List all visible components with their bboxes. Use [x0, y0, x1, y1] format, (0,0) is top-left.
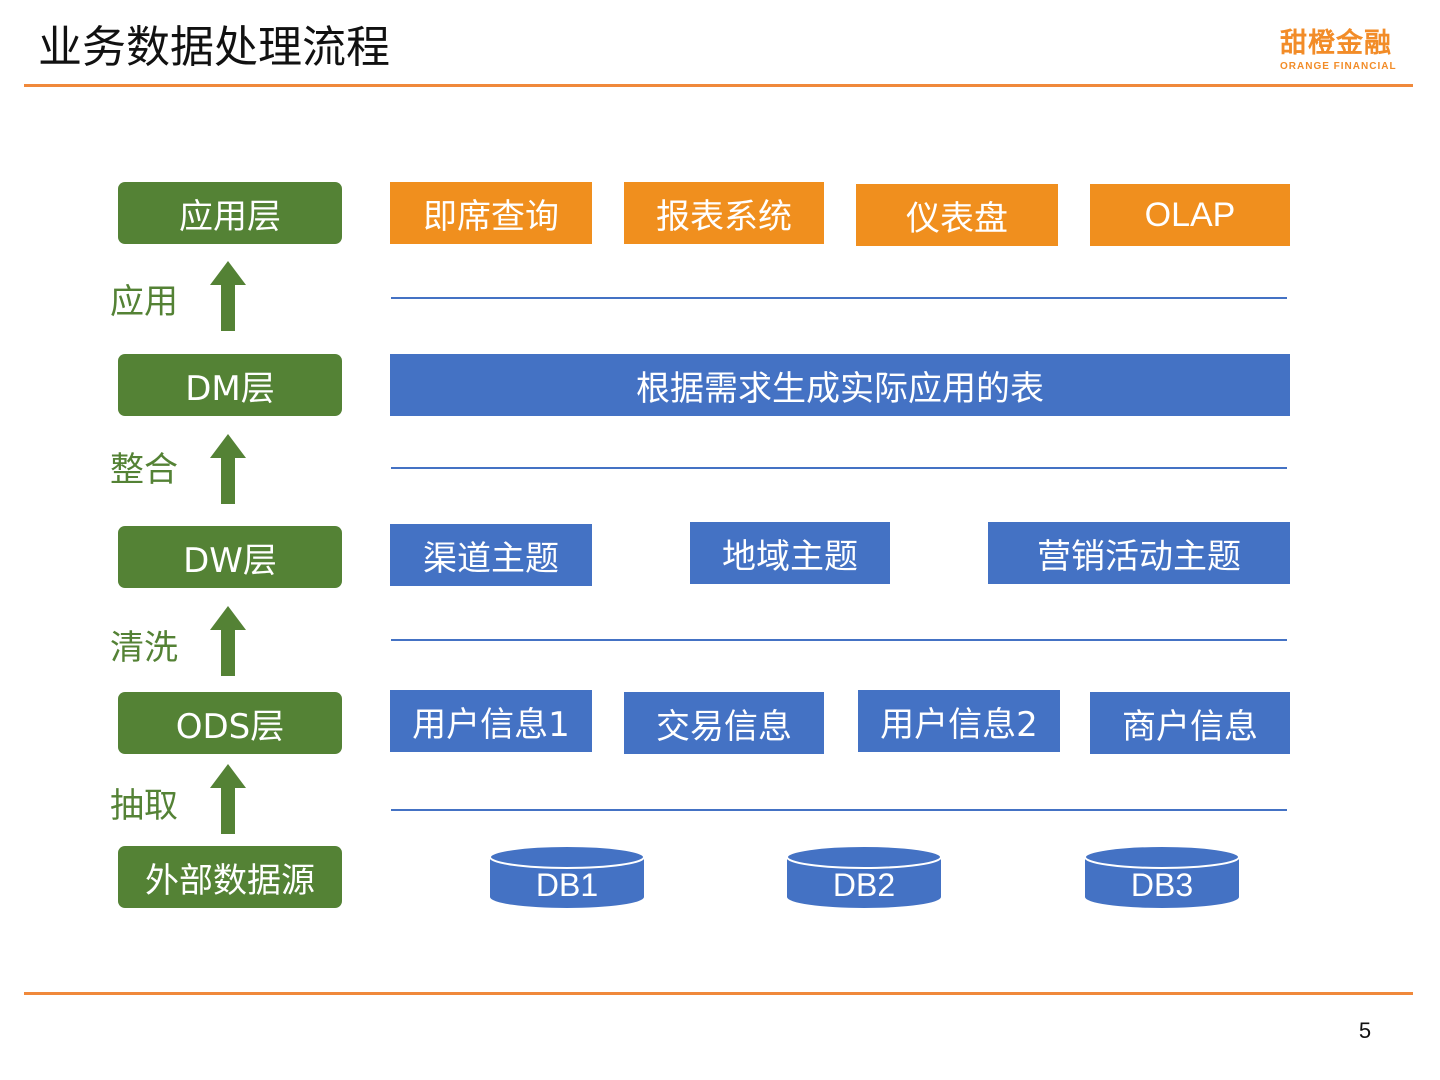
dm-item-application-tables: 根据需求生成实际应用的表: [390, 354, 1290, 416]
layer-separator: [391, 297, 1287, 299]
ods-item-merchant-info: 商户信息: [1090, 692, 1290, 754]
layer-ods: ODS层: [118, 692, 342, 754]
app-item-report-system: 报表系统: [624, 182, 824, 244]
app-item-adhoc-query: 即席查询: [390, 182, 592, 244]
app-item-dashboard: 仪表盘: [856, 184, 1058, 246]
page-title: 业务数据处理流程: [38, 22, 390, 73]
layer-dm: DM层: [118, 354, 342, 416]
footer-divider: [24, 992, 1413, 995]
layer-separator: [391, 639, 1287, 641]
dw-item-marketing-topic: 营销活动主题: [988, 522, 1290, 584]
database-icon: [1084, 845, 1240, 908]
database-db3: DB3: [1084, 845, 1240, 909]
arrow-up-icon: [210, 261, 246, 331]
page-number: 5: [1358, 1018, 1372, 1043]
dw-item-channel-topic: 渠道主题: [390, 524, 592, 586]
layer-app: 应用层: [118, 182, 342, 244]
ods-item-user-info-2: 用户信息2: [858, 690, 1060, 752]
step-apply-label: 应用: [110, 282, 178, 322]
arrow-up-icon: [210, 606, 246, 676]
layer-separator: [391, 467, 1287, 469]
step-extract-label: 抽取: [110, 786, 178, 826]
ods-item-user-info-1: 用户信息1: [390, 690, 592, 752]
logo-english-text: ORANGE FINANCIAL: [1280, 61, 1397, 70]
database-db1: DB1: [489, 845, 645, 909]
app-item-olap: OLAP: [1090, 184, 1290, 246]
database-db2: DB2: [786, 845, 942, 909]
database-icon: [489, 845, 645, 908]
layer-dw: DW层: [118, 526, 342, 588]
header-divider: [24, 84, 1413, 87]
database-label: DB3: [1130, 866, 1194, 903]
arrow-up-icon: [210, 764, 246, 834]
database-label: DB2: [832, 866, 896, 903]
brand-logo: 甜橙金融 ORANGE FINANCIAL: [1280, 28, 1416, 70]
ods-item-transaction-info: 交易信息: [624, 692, 824, 754]
layer-external-source: 外部数据源: [118, 846, 342, 908]
step-integrate-label: 整合: [110, 450, 178, 490]
step-clean-label: 清洗: [110, 628, 178, 668]
arrow-up-icon: [210, 434, 246, 504]
dw-item-region-topic: 地域主题: [690, 522, 890, 584]
database-label: DB1: [535, 866, 599, 903]
database-icon: [786, 845, 942, 908]
logo-chinese-text: 甜橙金融: [1280, 28, 1392, 59]
layer-separator: [391, 809, 1287, 811]
